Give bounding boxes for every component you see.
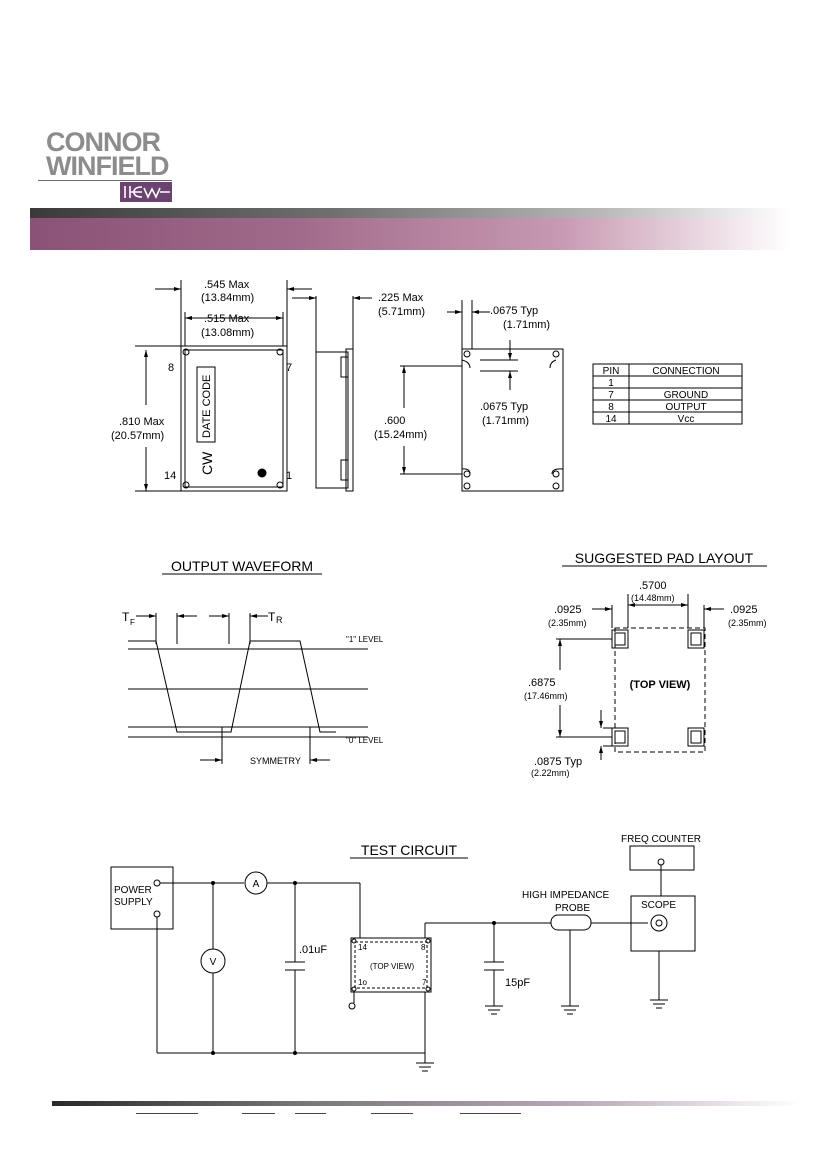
- mech-arrows: [144, 287, 512, 491]
- logo-connor: CONNOR: [46, 127, 161, 157]
- pad-left-mm: (2.35mm): [548, 618, 587, 628]
- pin-7-label: 7: [286, 362, 292, 374]
- pin-14-label: 14: [164, 470, 176, 482]
- cap1-label: .01uF: [299, 944, 327, 956]
- output-waveform: OUTPUT WAVEFORM: [122, 558, 384, 766]
- dim-height-max-mm: (20.57mm): [111, 430, 164, 442]
- pad-span: .5700: [639, 580, 667, 592]
- dim-width-max: .545 Max: [204, 279, 250, 291]
- pad-height: .6875: [528, 677, 556, 689]
- voltmeter-label: V: [210, 957, 217, 968]
- pin-table-row-2-conn: GROUND: [664, 390, 708, 401]
- footer-rule-2: [242, 1113, 275, 1114]
- logo-mark-icon: [120, 182, 172, 202]
- osc-pin-14: 14: [358, 943, 367, 952]
- level-0-label: "0" LEVEL: [346, 736, 384, 745]
- footer-rule-1: [136, 1113, 198, 1114]
- dim-pitch-mm: (15.24mm): [374, 429, 427, 441]
- ammeter-label: A: [253, 879, 260, 890]
- footer-bar: [52, 1101, 800, 1106]
- pin-table-header-connection: CONNECTION: [652, 366, 719, 377]
- dim-thickness-mm: (5.71mm): [378, 306, 425, 318]
- freq-counter-label: FREQ COUNTER: [621, 834, 701, 845]
- cw-marking: CW: [199, 451, 215, 475]
- tr-label: T: [268, 610, 276, 624]
- pad-typ: .0875 Typ: [534, 756, 582, 768]
- dim-typ-mid-mm: (1.71mm): [482, 415, 529, 427]
- pad-typ-mm: (2.22mm): [531, 768, 570, 778]
- pin-table-row-3-conn: OUTPUT: [665, 402, 706, 413]
- test-circuit: TEST CIRCUIT: [110, 834, 701, 1072]
- banner-top-band: [30, 208, 790, 218]
- pin-8-label: 8: [168, 362, 174, 374]
- osc-top-view-label: (TOP VIEW): [370, 962, 414, 971]
- osc-pin-7: 7: [422, 978, 427, 987]
- dim-width-inner: .515 Max: [204, 313, 250, 325]
- header-banner: [30, 208, 790, 250]
- probe-label-1: HIGH IMPEDANCE: [522, 890, 610, 901]
- pin-1-label: 1: [286, 470, 292, 482]
- dim-typ-top: .0675 Typ: [490, 305, 538, 317]
- tf-label: T: [122, 610, 130, 624]
- dim-typ-top-mm: (1.71mm): [503, 319, 550, 331]
- pin-table-header-pin: PIN: [603, 366, 620, 377]
- pin-table-row-4-pin: 14: [605, 414, 617, 425]
- pin-table-row-4-conn: Vcc: [678, 414, 695, 425]
- pad-right: .0925: [730, 604, 758, 616]
- symmetry-label: SYMMETRY: [250, 756, 301, 766]
- scope-label: SCOPE: [641, 900, 676, 911]
- pad-right-mm: (2.35mm): [728, 618, 767, 628]
- supply-label: SUPPLY: [114, 897, 153, 908]
- pin-table-row-3-pin: 8: [608, 402, 614, 413]
- osc-pin-1: 1o: [358, 978, 367, 987]
- pad-top-view: (TOP VIEW): [630, 679, 691, 691]
- dim-thickness: .225 Max: [378, 292, 424, 304]
- logo-rule: [38, 180, 172, 181]
- banner-bottom-band: [30, 218, 790, 250]
- osc-pin-8: 8: [421, 943, 426, 952]
- pin-table-row-1-pin: 1: [608, 378, 614, 389]
- pad-span-mm: (14.48mm): [631, 593, 675, 603]
- pin-table: PIN CONNECTION 1 7 GROUND 8 OUTPUT 14 Vc…: [592, 363, 743, 425]
- date-code-label: DATE CODE: [201, 375, 213, 438]
- level-1-label: "1" LEVEL: [346, 635, 384, 644]
- dim-pitch: .600: [384, 415, 405, 427]
- tf-sub-label: F: [130, 618, 135, 627]
- probe-label-2: PROBE: [555, 903, 590, 914]
- test-circuit-title: TEST CIRCUIT: [361, 842, 458, 858]
- pad-left: .0925: [554, 604, 582, 616]
- footer-rule-3: [295, 1113, 326, 1114]
- footer-rule-4: [371, 1113, 413, 1114]
- dim-height-max: .810 Max: [119, 416, 165, 428]
- power-label: POWER: [114, 885, 152, 896]
- pad-title: SUGGESTED PAD LAYOUT: [575, 550, 754, 566]
- logo-winfield: WINFIELD: [46, 151, 169, 181]
- pad-height-mm: (17.46mm): [524, 691, 568, 701]
- mech-labels: .545 Max (13.84mm) .515 Max (13.08mm) .8…: [111, 279, 550, 482]
- dim-typ-mid: .0675 Typ: [480, 401, 528, 413]
- mech-drawing: [135, 280, 564, 492]
- pin-table-row-2-pin: 7: [608, 390, 614, 401]
- tr-sub-label: R: [276, 615, 283, 625]
- pad-layout: SUGGESTED PAD LAYOUT: [524, 550, 767, 778]
- dim-width-inner-mm: (13.08mm): [201, 327, 254, 339]
- cap2-label: 15pF: [505, 977, 530, 989]
- footer-rule-5: [460, 1113, 521, 1114]
- dim-width-max-mm: (13.84mm): [201, 292, 254, 304]
- waveform-title: OUTPUT WAVEFORM: [171, 558, 313, 574]
